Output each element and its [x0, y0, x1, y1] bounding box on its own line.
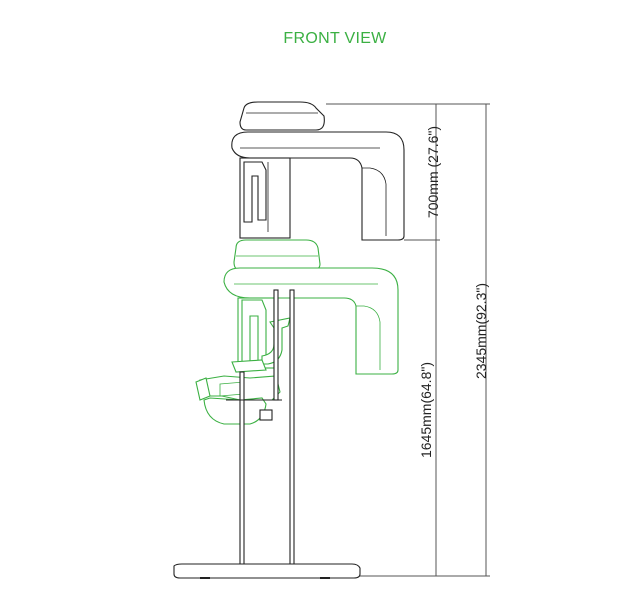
raised-unit	[231, 101, 405, 241]
lowered-top-cover	[233, 239, 321, 271]
total-height-dimension: 2345mm(92.3")	[473, 283, 489, 380]
top-section-dimension: 700mm (27.6")	[425, 125, 441, 219]
column-switch	[259, 409, 273, 421]
dimension-lines	[326, 103, 490, 577]
pillar-left	[239, 371, 245, 569]
bracket	[243, 161, 267, 223]
base-plate	[173, 563, 361, 579]
lowered-unit	[195, 239, 399, 425]
handle-tray	[203, 397, 267, 425]
column-rail	[273, 289, 279, 401]
pillar-base	[173, 289, 361, 579]
chin-rest	[231, 359, 267, 373]
diagram-title: FRONT VIEW	[283, 30, 387, 47]
top-cover-outline	[239, 101, 325, 131]
pillar-right	[289, 289, 295, 569]
lowered-height-dimension: 1645mm(64.8")	[418, 362, 434, 459]
